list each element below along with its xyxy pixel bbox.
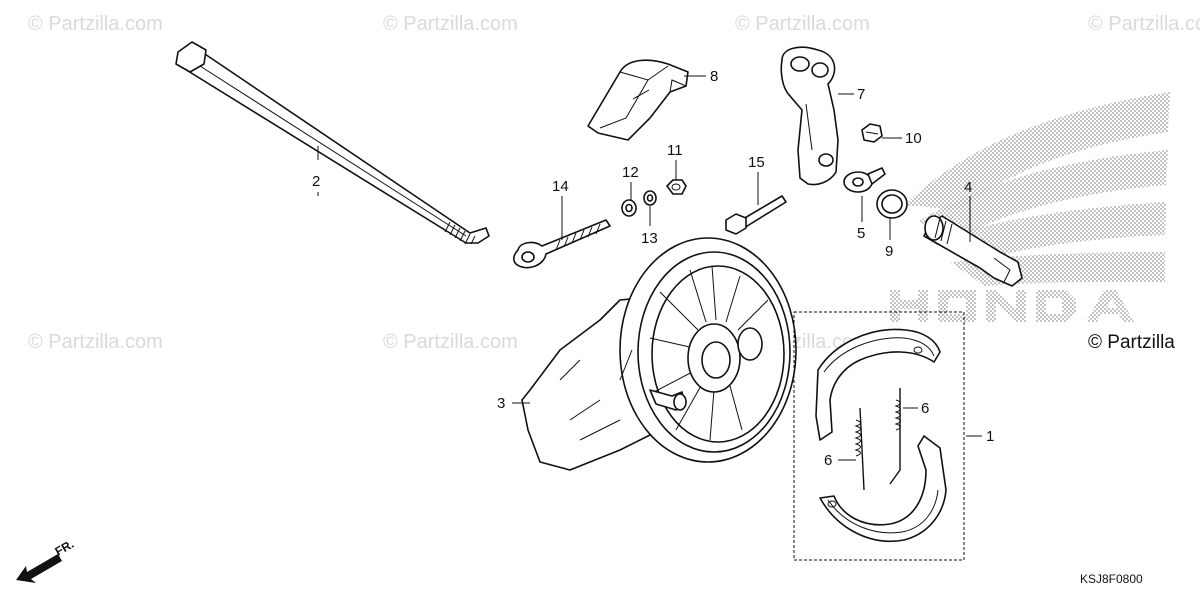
callout-6: 6 bbox=[921, 400, 929, 417]
washer-13 bbox=[643, 190, 657, 206]
diagram-code: KSJ8F0800 bbox=[1080, 572, 1143, 586]
callout-5: 5 bbox=[857, 225, 865, 242]
brake-cover bbox=[587, 59, 689, 141]
callout-4: 4 bbox=[964, 179, 972, 196]
callout-2: 2 bbox=[312, 173, 320, 190]
front-direction-marker: FR. bbox=[16, 537, 76, 583]
callout-12: 12 bbox=[622, 164, 639, 181]
callout-3: 3 bbox=[497, 395, 505, 412]
copyright-text: © Partzilla bbox=[1088, 332, 1175, 353]
callout-11: 11 bbox=[667, 142, 683, 159]
watermark: © Partzilla.com bbox=[28, 13, 163, 35]
watermark: © Partzilla.com bbox=[383, 13, 518, 35]
callout-10: 10 bbox=[905, 130, 922, 147]
brake-arm bbox=[780, 46, 839, 186]
watermark: © Partzilla.com bbox=[1088, 13, 1200, 35]
brake-rod bbox=[513, 219, 611, 269]
front-arrow-icon bbox=[16, 554, 62, 583]
watermark: © Partzilla.com bbox=[735, 13, 870, 35]
rear-axle bbox=[175, 41, 490, 245]
callout-14: 14 bbox=[552, 178, 569, 195]
watermark: © Partzilla.com bbox=[28, 331, 163, 353]
seal-9 bbox=[876, 189, 908, 219]
bolt-15 bbox=[725, 195, 787, 235]
callout-15: 15 bbox=[748, 154, 765, 171]
brake-shoe-set bbox=[793, 311, 965, 561]
bolt-10 bbox=[861, 123, 883, 143]
honda-wing-logo bbox=[890, 92, 1170, 322]
callouts: 2 8 7 10 4 5 9 15 14 12 13 11 3 1 6 6 bbox=[312, 68, 994, 469]
callout-13: 13 bbox=[641, 230, 658, 247]
nut-11 bbox=[666, 179, 687, 195]
brake-cam bbox=[923, 215, 1023, 287]
callout-9: 9 bbox=[885, 243, 893, 260]
callout-1: 1 bbox=[986, 428, 994, 445]
brake-panel bbox=[521, 237, 797, 471]
washer-12 bbox=[621, 199, 637, 217]
callout-8: 8 bbox=[710, 68, 718, 85]
callout-7: 7 bbox=[857, 86, 865, 103]
washer-5 bbox=[843, 167, 886, 193]
leader-lines bbox=[317, 75, 982, 461]
watermark: © Partzilla.com bbox=[383, 331, 518, 353]
callout-6: 6 bbox=[824, 452, 832, 469]
